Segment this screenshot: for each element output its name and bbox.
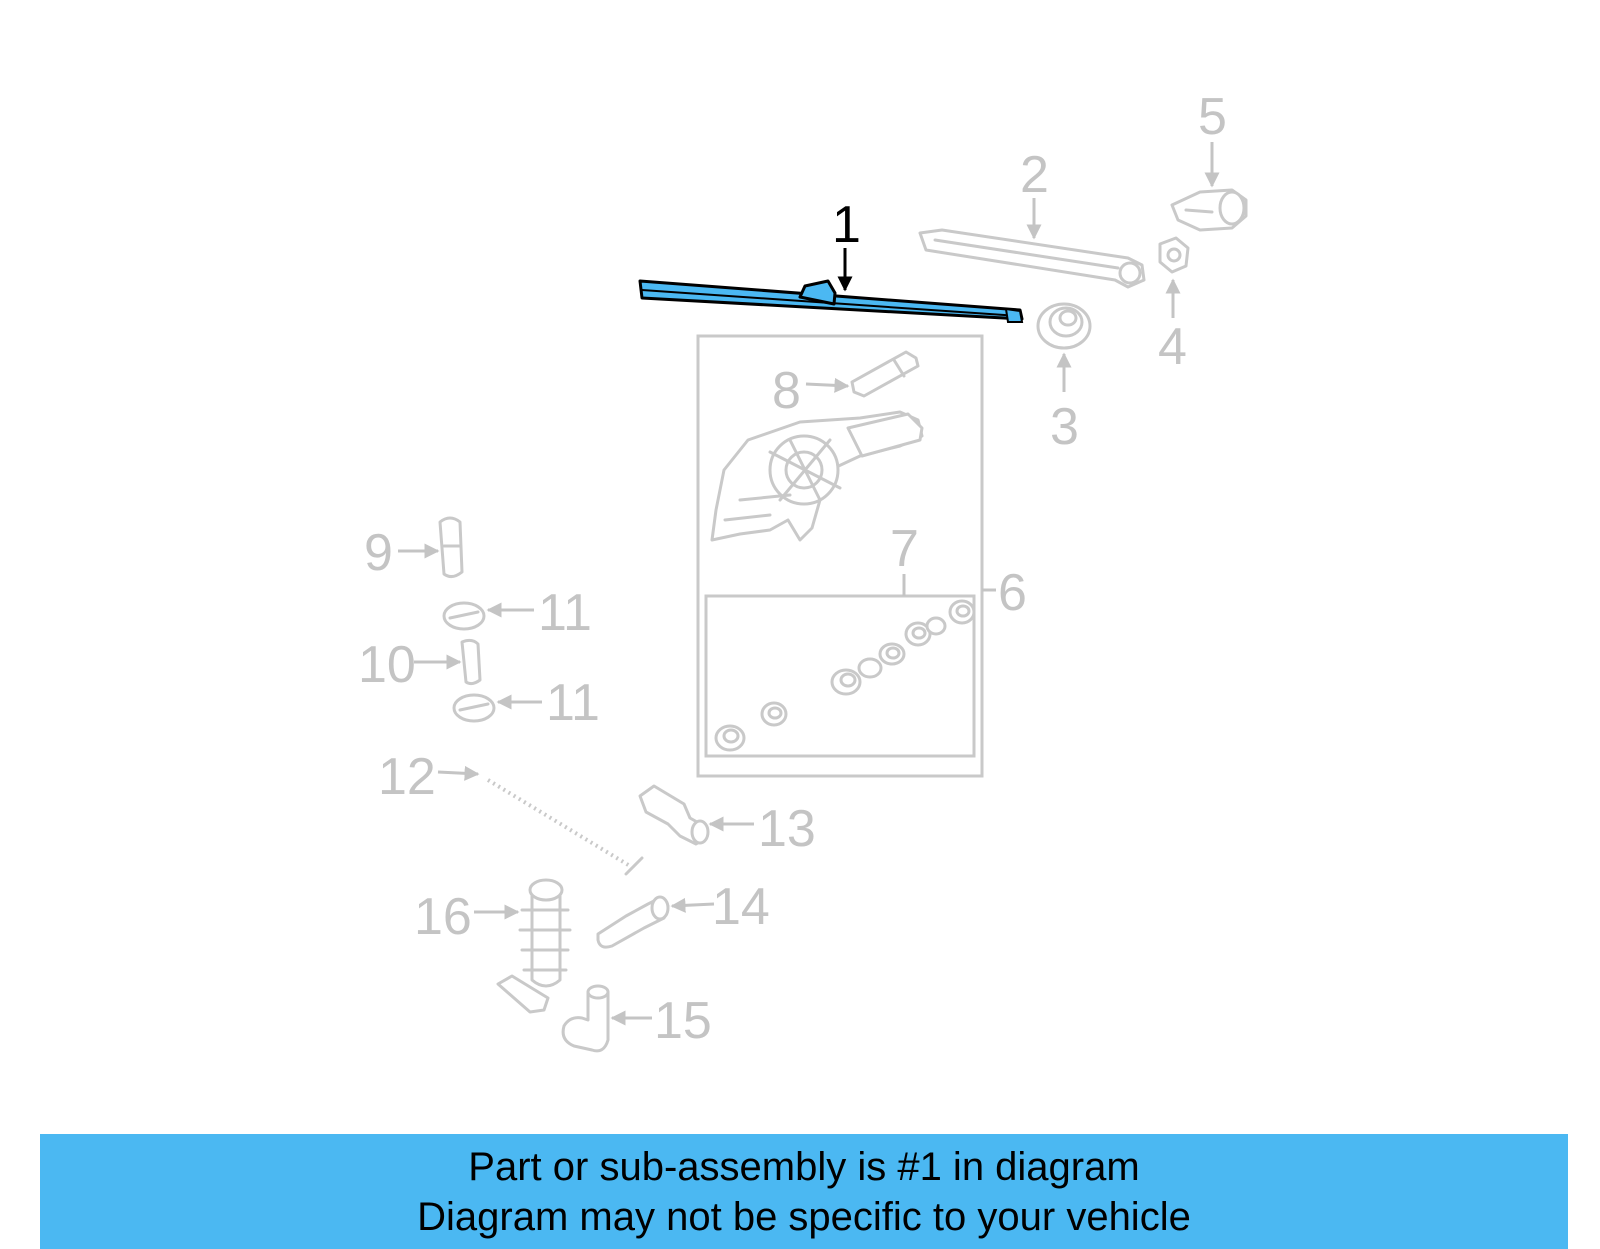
callout-14: 14 [712,878,770,936]
nut-part-4 [1158,236,1190,274]
callout-15: 15 [654,992,712,1050]
callout-1: 1 [832,196,861,254]
callout-11-upper: 11 [538,584,592,642]
leader-12 [437,765,480,781]
connector-part-8 [850,350,920,398]
callout-11-lower: 11 [546,674,600,732]
callout-2: 2 [1020,146,1049,204]
callout-6: 6 [998,564,1027,622]
callout-3: 3 [1050,398,1079,456]
grommet-part-3 [1036,302,1092,350]
info-banner: Part or sub-assembly is #1 in diagram Di… [40,1134,1568,1249]
callout-5: 5 [1198,88,1227,146]
leader-8 [805,377,850,393]
connector-part-13 [638,784,710,846]
kit-box-part-7 [704,594,976,758]
callout-10: 10 [358,636,416,694]
banner-line-2: Diagram may not be specific to your vehi… [417,1194,1191,1239]
callout-13: 13 [758,800,816,858]
callout-7: 7 [890,520,919,578]
elbow-part-15 [561,984,610,1053]
wiper-arm-part-2 [918,228,1146,289]
motor-assembly-box-part-6 [696,334,984,778]
wiper-motor [710,410,924,542]
wiper-blade-part-1[interactable] [638,279,1024,323]
callout-8: 8 [772,362,801,420]
nozzle-part-9 [438,516,464,579]
clip-part-11-upper [442,601,486,631]
banner-line-1: Part or sub-assembly is #1 in diagram [468,1144,1140,1189]
callout-12: 12 [378,748,436,806]
kit-bushings [714,599,976,752]
callout-16: 16 [414,888,472,946]
connector-part-14 [596,895,670,949]
callout-4: 4 [1158,318,1187,376]
hose-part-10 [460,638,482,686]
clip-part-11-lower [452,693,496,723]
callout-9: 9 [364,524,393,582]
washer-hose-part-12 [472,736,644,876]
leader-14 [670,897,715,913]
pump-part-16 [496,878,572,1014]
cap-part-5 [1170,188,1248,232]
